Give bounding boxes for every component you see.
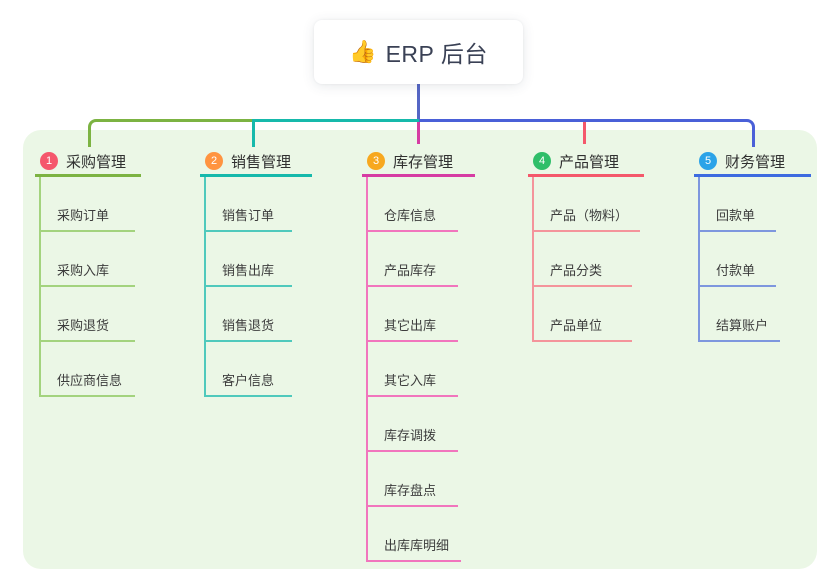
child-node[interactable]: 采购退货 (39, 312, 135, 342)
child-node[interactable]: 销售退货 (204, 312, 292, 342)
child-node[interactable]: 其它出库 (366, 312, 458, 342)
child-node-label: 采购入库 (57, 263, 110, 278)
child-node-label: 产品（物料） (550, 208, 629, 223)
branch-number-badge: 3 (367, 152, 385, 170)
child-node-label: 其它入库 (384, 373, 437, 388)
child-node[interactable]: 采购订单 (39, 202, 135, 232)
child-node-label: 客户信息 (222, 373, 275, 388)
child-node-label: 库存调拨 (384, 428, 437, 443)
child-node[interactable]: 结算账户 (698, 312, 781, 342)
child-node-label: 销售出库 (222, 263, 275, 278)
root-node-label: ERP 后台 (385, 41, 488, 67)
child-node[interactable]: 其它入库 (366, 367, 458, 397)
child-node-label: 回款单 (716, 208, 756, 223)
child-node-label: 销售退货 (222, 318, 275, 333)
branch-number-badge: 4 (533, 152, 551, 170)
child-node-label: 销售订单 (222, 208, 275, 223)
branch-header[interactable]: 1 采购管理 (35, 148, 141, 177)
branch-number-badge: 1 (40, 152, 58, 170)
branch-connector-line (39, 177, 41, 397)
child-node[interactable]: 出库库明细 (366, 532, 462, 562)
child-node[interactable]: 供应商信息 (39, 367, 135, 397)
bus-segment-teal (251, 119, 422, 147)
branch-number-badge: 2 (205, 152, 223, 170)
child-node[interactable]: 仓库信息 (366, 202, 458, 232)
child-node-label: 库存盘点 (384, 483, 437, 498)
branch-header[interactable]: 2 销售管理 (200, 148, 312, 177)
branch-number-badge: 5 (699, 152, 717, 170)
child-node[interactable]: 库存盘点 (366, 477, 458, 507)
child-node[interactable]: 客户信息 (204, 367, 292, 397)
child-node[interactable]: 销售订单 (204, 202, 292, 232)
child-node-label: 付款单 (716, 263, 756, 278)
branch-label: 库存管理 (393, 153, 454, 171)
root-connector-line (417, 84, 420, 122)
child-node-label: 采购退货 (57, 318, 110, 333)
drop-line-red (582, 122, 586, 144)
branches-panel (23, 130, 817, 569)
child-node[interactable]: 产品（物料） (532, 202, 641, 232)
drop-line-magenta (417, 122, 420, 144)
child-node[interactable]: 采购入库 (39, 257, 135, 287)
child-node[interactable]: 产品库存 (366, 257, 458, 287)
branch-connector-line (204, 177, 206, 397)
branch-label: 产品管理 (559, 153, 620, 171)
branch-label: 采购管理 (66, 153, 127, 171)
child-node-label: 产品库存 (384, 263, 437, 278)
branch-label: 财务管理 (725, 153, 786, 171)
thumbs-up-icon: 👍 (349, 39, 377, 64)
child-node[interactable]: 付款单 (698, 257, 776, 287)
child-node[interactable]: 销售出库 (204, 257, 292, 287)
bus-segment-green (87, 119, 256, 147)
child-node-label: 产品分类 (550, 263, 603, 278)
child-node[interactable]: 产品单位 (532, 312, 632, 342)
branch-header[interactable]: 5 财务管理 (694, 148, 811, 177)
branch-header[interactable]: 4 产品管理 (528, 148, 644, 177)
branch-label: 销售管理 (231, 153, 292, 171)
child-node-label: 出库库明细 (384, 538, 450, 553)
child-node-label: 产品单位 (550, 318, 603, 333)
child-node[interactable]: 回款单 (698, 202, 776, 232)
branch-connector-line (366, 177, 368, 562)
child-node-label: 采购订单 (57, 208, 110, 223)
child-node-label: 结算账户 (716, 318, 769, 333)
child-node-label: 供应商信息 (57, 373, 123, 388)
branch-header[interactable]: 3 库存管理 (362, 148, 475, 177)
branch-connector-line (532, 177, 534, 342)
bus-segment-blue (418, 119, 755, 147)
child-node[interactable]: 产品分类 (532, 257, 632, 287)
child-node-label: 仓库信息 (384, 208, 437, 223)
branch-connector-line (698, 177, 700, 342)
child-node[interactable]: 库存调拨 (366, 422, 458, 452)
root-node[interactable]: 👍 ERP 后台 (314, 20, 523, 84)
child-node-label: 其它出库 (384, 318, 437, 333)
